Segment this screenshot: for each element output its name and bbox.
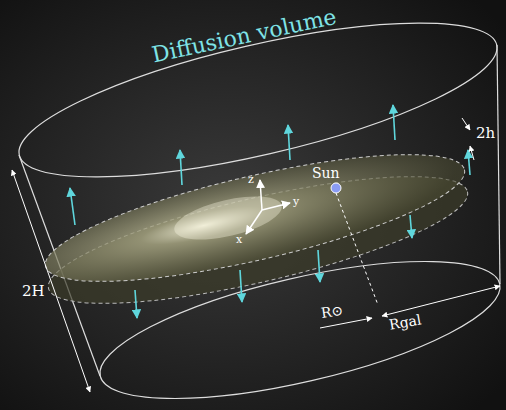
thickness-dimension: [462, 118, 474, 160]
radius-label: R⊙: [320, 303, 344, 320]
disk-upper: [36, 129, 474, 308]
axis-label: x: [236, 234, 242, 245]
axes: [246, 180, 290, 234]
axis-label: y: [293, 196, 299, 207]
thickness-label: 2h: [476, 126, 495, 141]
galaxy-radius-arrow: [382, 286, 500, 316]
galactic-bulge: [170, 188, 285, 248]
cylinder-side: [497, 45, 500, 284]
sun-label: Sun: [312, 166, 340, 180]
sun-dot: [331, 183, 341, 193]
height-label: 2H: [22, 284, 45, 299]
cylinder-top: [7, 0, 506, 209]
axis-label: z: [248, 174, 254, 185]
sun-radius-arrow: [320, 318, 372, 328]
height-dimension: [12, 170, 90, 392]
sun-projection: [336, 193, 378, 305]
diffusion-arrows: [70, 105, 470, 318]
